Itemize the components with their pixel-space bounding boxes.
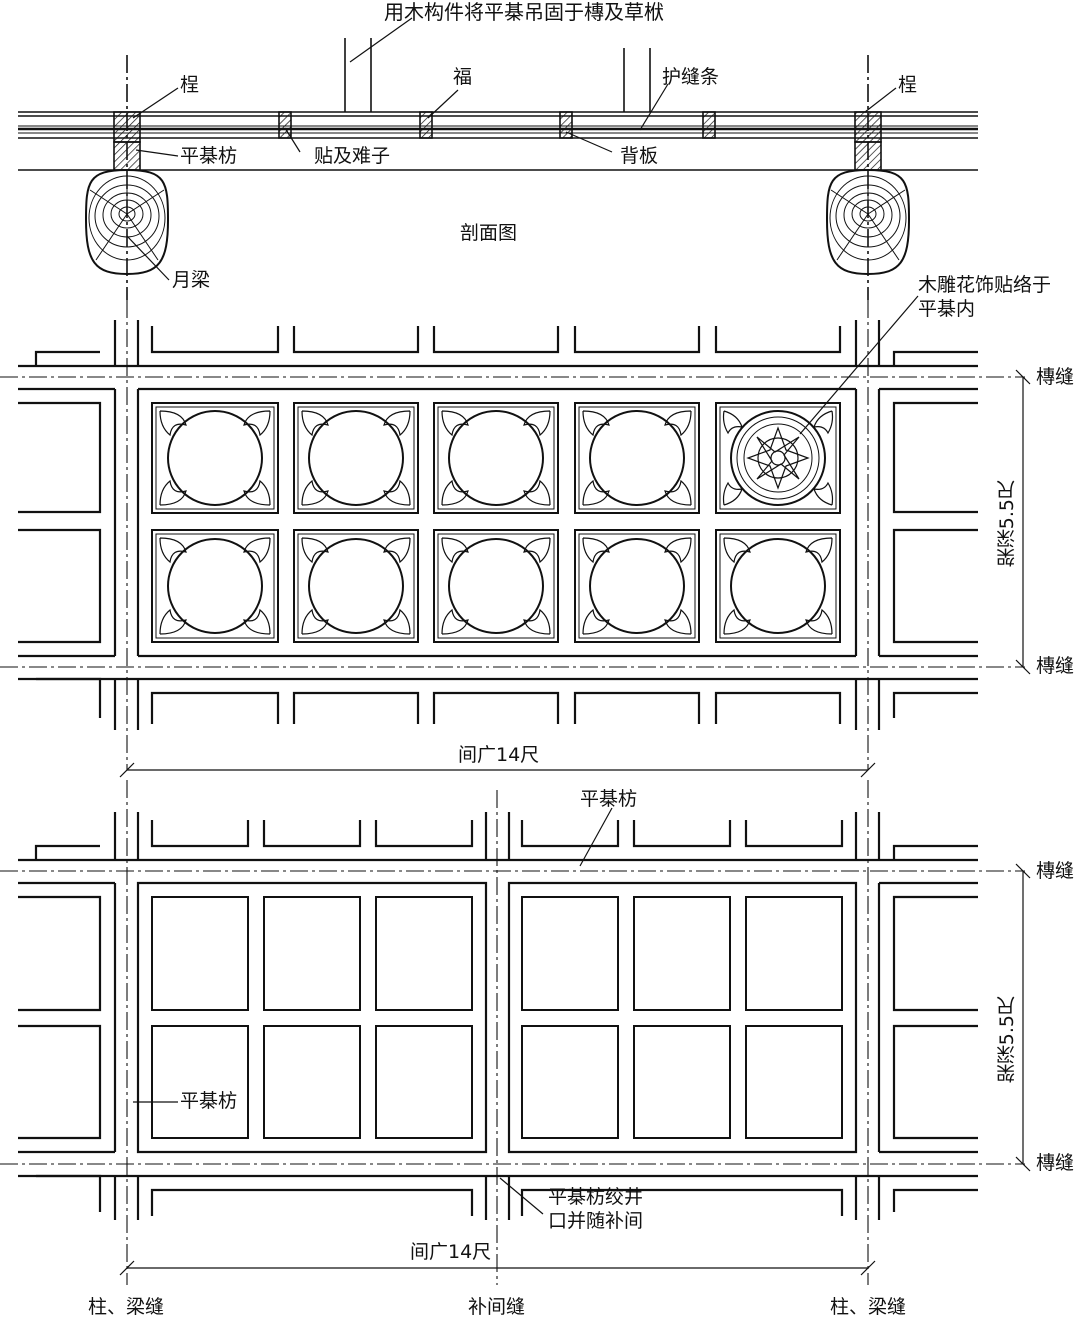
joint-note-line1: 平棊枋绞井 xyxy=(548,1186,644,1208)
plain-panel xyxy=(375,896,473,1011)
wood-grain-right xyxy=(829,174,907,261)
carving-note-line2: 平棊内 xyxy=(918,298,976,320)
plan-bottom-leaders xyxy=(133,807,613,1215)
axis-left-label: 柱、梁缝 xyxy=(88,1296,165,1318)
plain-panel xyxy=(375,1025,473,1139)
board-layers xyxy=(18,111,978,171)
plan-bottom-outer-beams xyxy=(18,812,978,1220)
plan-bottom-beam-top: 平棊枋 xyxy=(580,788,638,810)
coffer-panel xyxy=(433,529,559,643)
plain-panel xyxy=(745,1025,843,1139)
strip-blocks xyxy=(278,111,716,139)
plain-panel xyxy=(151,896,249,1011)
coffer-panel xyxy=(151,529,279,643)
joint-note-line2: 口并随补间 xyxy=(548,1210,644,1232)
plan-top-dimensions xyxy=(119,369,1031,778)
hanger-posts xyxy=(344,38,651,112)
strips-label: 贴及难子 xyxy=(314,145,391,167)
wood-grain-left xyxy=(88,174,166,261)
crescent-beam-label: 月梁 xyxy=(172,269,211,291)
section-view xyxy=(18,17,978,300)
plan-top xyxy=(0,295,1031,778)
back-board-label: 背板 xyxy=(620,145,659,167)
coffer-panel xyxy=(293,402,419,514)
coffer-panel xyxy=(293,529,419,643)
purlin-right-label: 桯 xyxy=(898,74,918,96)
plan-bottom-span: 间广14尺 xyxy=(410,1241,492,1263)
rib-label: 福 xyxy=(453,66,473,88)
plan-bottom xyxy=(0,780,1031,1285)
rosette-carving xyxy=(746,426,810,490)
hanger-note: 用木构件将平棊吊固于槫及草栿 xyxy=(384,0,664,24)
section-leaders xyxy=(126,17,897,281)
purlin-left-label: 桯 xyxy=(180,74,200,96)
coffer-panel xyxy=(433,402,559,514)
coffer-panel-carved xyxy=(715,402,841,514)
carving-leader xyxy=(799,295,919,435)
joint-strip-label: 护缝条 xyxy=(662,66,720,88)
plan-top-seam-upper: 槫缝 xyxy=(1036,366,1075,388)
coffer-panel xyxy=(715,529,841,643)
plan-top-axes xyxy=(0,300,1025,770)
plain-panel xyxy=(263,1025,361,1139)
section-title: 剖面图 xyxy=(460,222,518,244)
plan-top-depth: 架深5.5尺 xyxy=(996,480,1018,568)
plan-bottom-depth: 架深5.5尺 xyxy=(996,996,1018,1084)
plan-bottom-seam-upper: 槫缝 xyxy=(1036,860,1075,882)
coffer-panel xyxy=(151,402,279,514)
left-beam-assembly xyxy=(84,111,170,276)
axis-right-label: 柱、梁缝 xyxy=(830,1296,907,1318)
axis-middle-label: 补间缝 xyxy=(468,1296,526,1318)
plan-bottom-dimensions xyxy=(119,863,1031,1276)
coffer-panel xyxy=(574,529,700,643)
ceiling-beam-label: 平棊枋 xyxy=(180,145,238,167)
plan-top-seam-lower: 槫缝 xyxy=(1036,655,1075,677)
plain-panel xyxy=(521,1025,619,1139)
carving-note-line1: 木雕花饰贴络于 xyxy=(918,274,1052,296)
coffer-grid-bottom xyxy=(151,896,843,1139)
corner-spandrels xyxy=(159,410,833,635)
plain-panel xyxy=(633,896,731,1011)
plain-panel xyxy=(151,1025,249,1139)
plan-top-outer-beams xyxy=(18,320,978,730)
plain-panel xyxy=(633,1025,731,1139)
plan-bottom-axes xyxy=(0,780,1025,1285)
plain-panel xyxy=(263,896,361,1011)
coffer-panel xyxy=(574,402,700,514)
plan-bottom-beam-left: 平棊枋 xyxy=(180,1090,238,1112)
plan-bottom-seam-lower: 槫缝 xyxy=(1036,1152,1075,1174)
plain-panel xyxy=(521,896,619,1011)
right-beam-assembly xyxy=(825,111,911,276)
coffer-grid-top xyxy=(151,402,841,643)
corner-scroll-carvings xyxy=(722,410,834,506)
plain-panel xyxy=(745,896,843,1011)
plan-top-span: 间广14尺 xyxy=(458,744,540,766)
